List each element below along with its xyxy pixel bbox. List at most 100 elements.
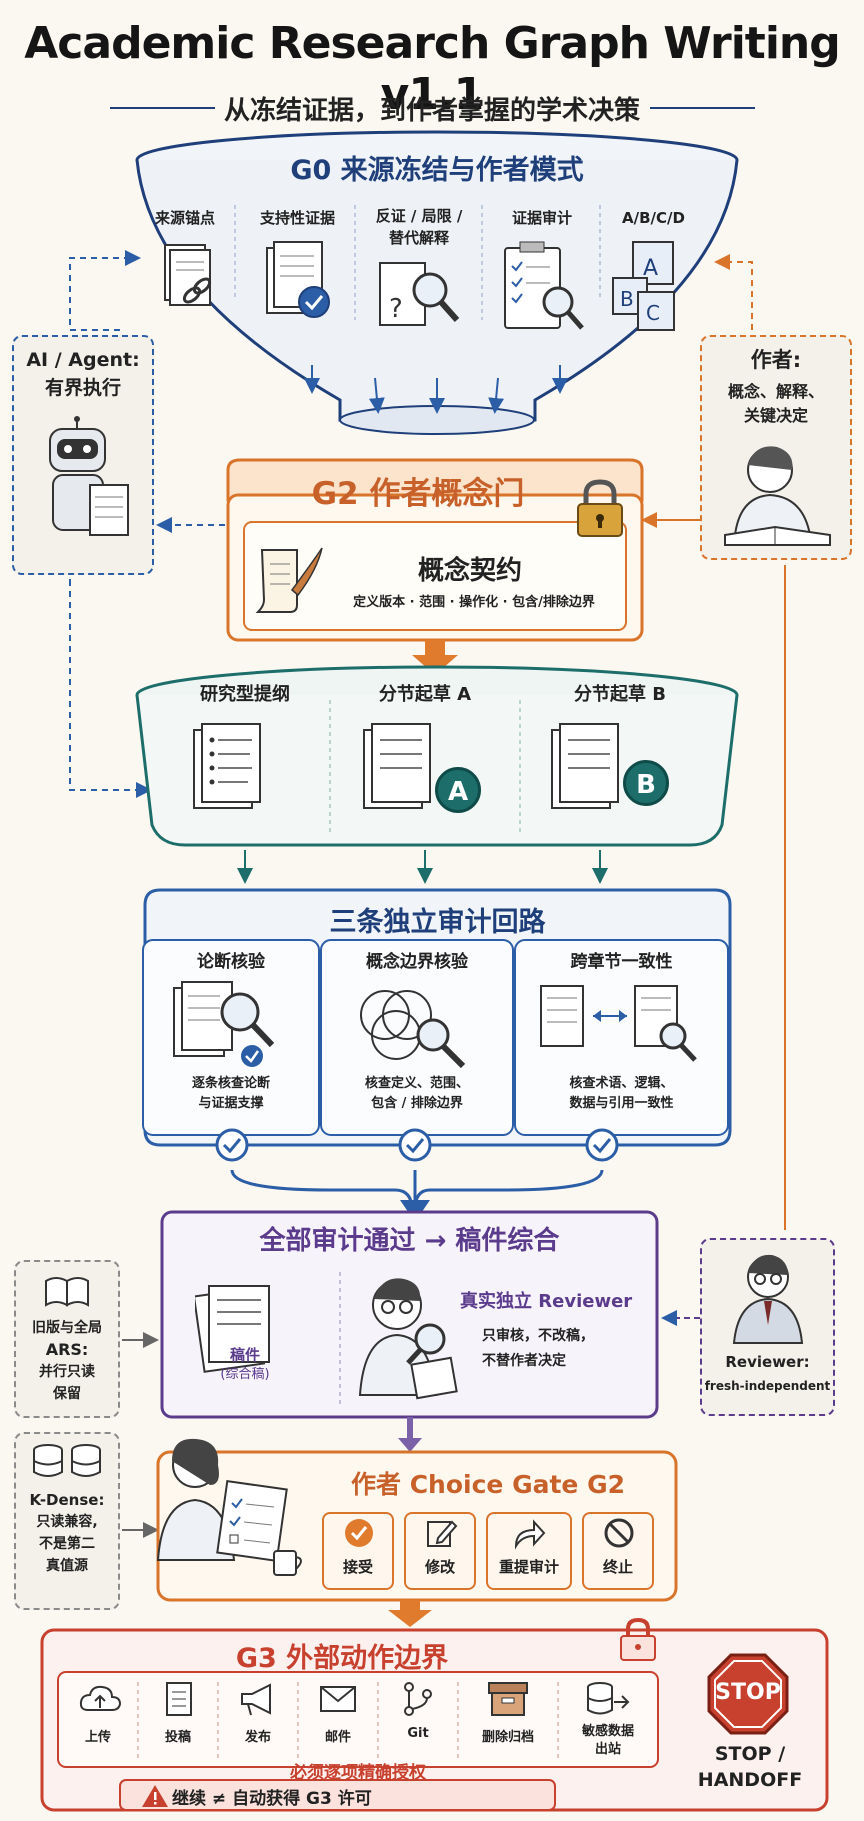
g3-publish-label: 发布 xyxy=(244,1730,271,1745)
audit-col-concept: 概念边界核验 xyxy=(366,952,468,972)
claims-magnifier-icon xyxy=(173,981,275,1067)
page-title: Academic Research Graph Writing v1.1 xyxy=(24,18,840,120)
g3-outbound-label: 出站 xyxy=(594,1742,621,1757)
legacy-line2: ARS: xyxy=(45,1340,89,1359)
choice-accept-label: 接受 xyxy=(342,1558,373,1576)
kdense-line2: 只读兼容, xyxy=(36,1514,98,1530)
kdense-line1: K-Dense: xyxy=(29,1491,105,1509)
reviewer-desc2: 不替作者决定 xyxy=(482,1353,566,1369)
g0-item-alt: 替代解释 xyxy=(388,229,449,247)
g0-item-counter: 反证 / 局限 / xyxy=(375,207,463,225)
check-circle-icon xyxy=(215,1128,249,1162)
audit-consistency-desc2: 数据与引用一致性 xyxy=(569,1096,674,1111)
svg-text:C: C xyxy=(646,301,660,325)
audit-col-consistency: 跨章节一致性 xyxy=(570,952,673,972)
manuscript-label: 稿件 xyxy=(229,1346,260,1364)
choice-title: 作者 Choice Gate G2 xyxy=(351,1470,625,1499)
warning-triangle-icon xyxy=(142,1785,168,1807)
audit-title: 三条独立审计回路 xyxy=(329,907,546,938)
prohibited-icon xyxy=(604,1518,634,1548)
choice-revise-button[interactable] xyxy=(404,1512,476,1590)
audit-concept-desc2: 包含 / 排除边界 xyxy=(371,1096,463,1111)
checked-document-icon xyxy=(266,241,330,318)
agent-title: AI / Agent: xyxy=(26,349,140,371)
manuscript-sub: (综合稿) xyxy=(220,1367,270,1382)
g3-delete-archive-label: 删除归档 xyxy=(481,1730,534,1745)
question-magnifier-icon: ? xyxy=(379,262,460,326)
git-branch-icon xyxy=(404,1682,432,1716)
robot-icon xyxy=(49,416,129,536)
g3-git-label: Git xyxy=(407,1726,429,1741)
g3-mail-label: 邮件 xyxy=(324,1730,351,1745)
svg-text:A: A xyxy=(643,256,658,281)
megaphone-icon xyxy=(241,1683,271,1716)
folders-abc-icon: A B C xyxy=(612,241,675,331)
svg-text:?: ? xyxy=(389,294,403,324)
audit-col-claims: 论断核验 xyxy=(197,952,265,972)
stop-handoff-line1: STOP / xyxy=(714,1743,786,1765)
draft-outline-label: 研究型提纲 xyxy=(200,684,290,705)
database-export-icon xyxy=(587,1682,630,1715)
g0-item-supporting-evidence: 支持性证据 xyxy=(259,209,335,227)
choice-revise-label: 修改 xyxy=(424,1558,455,1576)
resubmit-arrow-icon xyxy=(514,1519,546,1550)
draft-section-b-label: 分节起草 B xyxy=(574,684,666,705)
clipboard-audit-icon xyxy=(504,241,584,330)
g0-item-source-anchor: 来源锚点 xyxy=(154,209,215,227)
choice-terminate-button[interactable] xyxy=(582,1512,654,1590)
k-dense-box xyxy=(14,1432,120,1610)
check-circle-icon xyxy=(398,1128,432,1162)
document-icon xyxy=(166,1682,192,1716)
reviewer-person-icon xyxy=(732,1254,804,1344)
manuscript-stack-icon xyxy=(195,1285,270,1373)
section-a-document-icon xyxy=(363,723,431,809)
g3-title: G3 外部动作边界 xyxy=(235,1643,449,1674)
reviewer-role: Reviewer: xyxy=(725,1353,810,1371)
g2-title: G2 作者概念门 xyxy=(311,476,525,512)
badge-a: A xyxy=(435,767,481,813)
database-icon xyxy=(33,1444,101,1477)
outline-document-icon xyxy=(193,723,261,809)
g2-gate xyxy=(226,458,644,675)
edit-icon xyxy=(427,1520,458,1547)
scroll-quill-icon xyxy=(255,547,323,613)
kdense-line3: 不是第二 xyxy=(39,1536,95,1552)
check-circle-icon xyxy=(585,1128,619,1162)
page-subtitle: 从冻结证据，到作者掌握的学术决策 xyxy=(223,96,640,126)
concept-contract-sub: 定义版本 · 范围 · 操作化 · 包含/排除边界 xyxy=(353,595,595,610)
lock-icon xyxy=(577,479,623,537)
reviewer-mode: fresh-independent xyxy=(704,1379,831,1393)
stop-handoff-line2: HANDOFF xyxy=(697,1769,803,1791)
section-b-document-icon xyxy=(551,723,619,809)
real-reviewer-title: 真实独立 Reviewer xyxy=(460,1291,633,1312)
chain-document-icon xyxy=(164,244,212,306)
g3-sensitive-data-label: 敏感数据 xyxy=(581,1724,634,1739)
archive-box-icon xyxy=(488,1682,528,1716)
mail-icon xyxy=(320,1686,356,1712)
choice-reaudit-label: 重提审计 xyxy=(498,1558,559,1576)
legacy-line1: 旧版与全局 xyxy=(32,1320,102,1336)
coffee-mug-icon xyxy=(273,1550,302,1576)
legacy-line4: 保留 xyxy=(53,1386,81,1402)
svg-text:B: B xyxy=(620,287,634,311)
audit-consistency-desc1: 核查术语、逻辑、 xyxy=(569,1076,674,1091)
stop-sign-text: STOP xyxy=(715,1680,781,1705)
reviewer-desc1: 只审核，不改稿， xyxy=(482,1328,594,1344)
choice-terminate-label: 终止 xyxy=(602,1558,633,1576)
author-line1: 概念、解释、 xyxy=(727,382,824,401)
kdense-line4: 真值源 xyxy=(46,1558,88,1574)
author-title: 作者: xyxy=(750,348,802,372)
g3-submit-label: 投稿 xyxy=(164,1730,191,1745)
check-badge-icon xyxy=(345,1519,373,1547)
g0-item-abcd: A/B/C/D xyxy=(622,209,685,227)
author-checklist-icon xyxy=(156,1438,288,1562)
agent-subtitle: 有界执行 xyxy=(44,377,121,399)
audit-claims-desc2: 与证据支撑 xyxy=(198,1096,264,1111)
synth-title: 全部审计通过 → 稿件综合 xyxy=(259,1226,560,1256)
choice-reaudit-button[interactable] xyxy=(486,1512,572,1590)
venn-magnifier-icon xyxy=(360,990,466,1069)
g3-must-authorize: 必须逐项精确授权 xyxy=(290,1763,426,1783)
author-thinking-icon xyxy=(724,446,831,546)
g0-item-evidence-audit: 证据审计 xyxy=(511,209,572,227)
cloud-upload-icon xyxy=(79,1685,122,1711)
